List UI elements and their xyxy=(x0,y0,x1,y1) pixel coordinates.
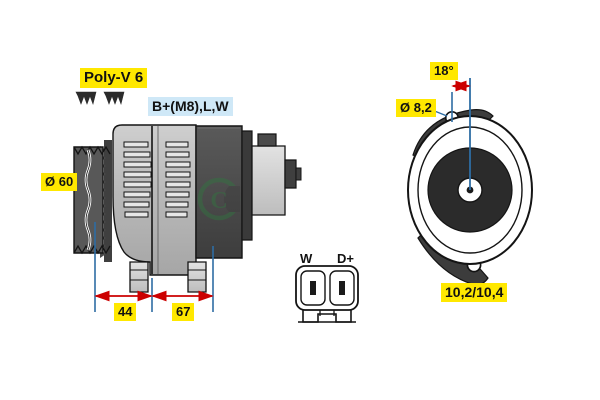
label-dimension-67: 67 xyxy=(172,303,195,321)
drive-end-housing xyxy=(112,124,197,276)
watermark-c-icon: C xyxy=(197,177,241,221)
label-angle: 18° xyxy=(430,62,458,80)
svg-text:C: C xyxy=(210,188,227,214)
label-terminals: B+(M8),L,W xyxy=(148,97,233,116)
label-hole-diameter: Ø 8,2 xyxy=(396,99,436,117)
dimension-lines-side xyxy=(94,222,214,312)
connector-detail xyxy=(295,265,359,323)
label-pulley-diameter: Ø 60 xyxy=(41,173,78,191)
regulator-block xyxy=(241,130,302,241)
label-poly-v: Poly-V 6 xyxy=(80,68,148,88)
label-dimension-44: 44 xyxy=(114,303,137,321)
pin-blade-dplus xyxy=(339,281,345,295)
connector-pin-label-w: W xyxy=(300,251,313,266)
slip-ring-cover xyxy=(195,125,243,259)
label-mount-spacing: 10,2/10,4 xyxy=(441,283,508,302)
pin-blade-w xyxy=(310,281,316,295)
dimension-lines-end xyxy=(431,78,471,190)
connector-pin-label-dplus: D+ xyxy=(337,251,354,266)
